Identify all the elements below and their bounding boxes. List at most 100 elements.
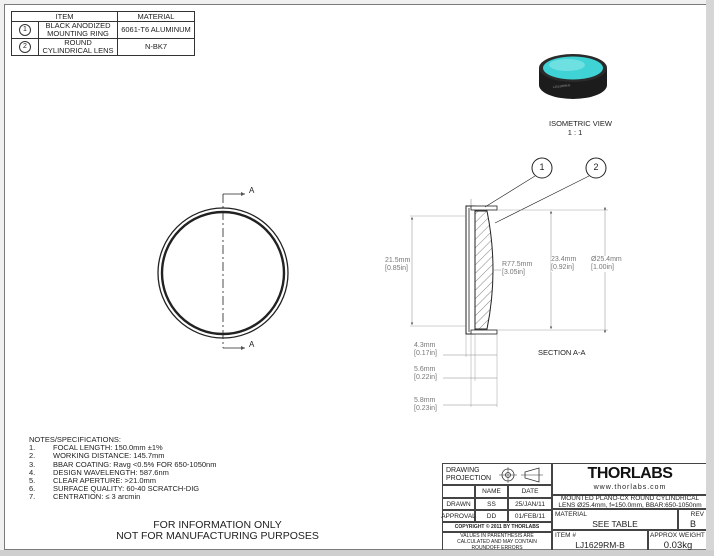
dim-clear: 23.4mm [0.92in] <box>551 256 577 272</box>
disclaimer: FOR INFORMATION ONLY NOT FOR MANUFACTURI… <box>105 520 330 542</box>
note-item: 4. DESIGN WAVELENGTH: 587.6nm <box>29 467 216 477</box>
dim-height-in: [0.85in] <box>385 265 408 272</box>
material-value: SEE TABLE <box>592 519 638 529</box>
section-lens <box>474 210 494 330</box>
drawing-sheet: ITEM MATERIAL 1 BLACK ANODIZED MOUNTING … <box>4 4 710 551</box>
vertical-scrollbar[interactable] <box>706 0 714 556</box>
approval-label: APPROVAL <box>441 510 476 522</box>
note-item: 7. CENTRATION: ≤ 3 arcmin <box>29 493 216 501</box>
iso-engraving: LJ1629RM-B <box>553 83 571 89</box>
section-lip-bottom <box>470 329 498 335</box>
item-value: LJ1629RM-B <box>575 540 625 550</box>
dim-clear-mm: 23.4mm <box>551 256 577 263</box>
bom-row-item: BLACK ANODIZED MOUNTING RING <box>38 21 118 39</box>
dim-height: 21.5mm [0.85in] <box>385 257 410 273</box>
disclaimer-line2: NOT FOR MANUFACTURING PURPOSES <box>116 530 319 542</box>
note-text: FOCAL LENGTH: 150.0mm ±1% <box>53 443 163 453</box>
weight-label: APPROX WEIGHT <box>650 532 705 539</box>
dim-t3-mm: 5.8mm <box>414 397 436 404</box>
dim-height-mm: 21.5mm <box>385 257 411 264</box>
projection-cell: DRAWING PROJECTION <box>442 463 552 485</box>
values-note: VALUES IN PARENTHESIS ARE CALCULATED AND… <box>442 532 552 551</box>
thorlabs-url: www.thorlabs.com <box>593 484 667 491</box>
dim-radius-in: [3.05in] <box>502 269 525 276</box>
bom-item-line1: ROUND <box>64 38 92 47</box>
dim-radius: R77.5mm [3.05in] <box>502 261 532 277</box>
balloon-1 <box>531 157 553 179</box>
bom-item-line1: BLACK ANODIZED <box>45 21 111 30</box>
dim-t2-mm: 5.6mm <box>414 366 436 373</box>
description-line1: MOUNTED PLANO-CX ROUND CYLINDRICAL <box>560 495 700 502</box>
front-view <box>157 192 289 350</box>
rev-cell: REV B <box>678 509 708 530</box>
dim-dia: Ø25.4mm [1.00in] <box>591 256 622 272</box>
item-label: ITEM # <box>555 532 576 539</box>
horizontal-scrollbar[interactable] <box>0 550 714 556</box>
drawing-canvas: LJ1629RM-B <box>157 54 608 407</box>
section-ring <box>465 205 476 335</box>
drawn-date: 25/JAN/11 <box>508 498 552 510</box>
item-balloon: 2 <box>19 41 31 53</box>
title-block: DRAWING PROJECTION THORLABS www.thorlabs… <box>441 463 708 551</box>
logo-cell: THORLABS www.thorlabs.com <box>552 463 708 495</box>
bom-item-line2: CYLINDRICAL LENS <box>42 46 114 55</box>
approval-date: 01/FEB/11 <box>508 510 552 522</box>
dim-clear-in: [0.92in] <box>551 264 574 271</box>
rev-label: REV <box>690 511 704 518</box>
col-date-header: DATE <box>508 485 552 498</box>
notes-block: NOTES/SPECIFICATIONS: 1. FOCAL LENGTH: 15… <box>29 435 217 502</box>
isometric-view: LJ1629RM-B <box>539 54 607 99</box>
projection-label: DRAWING PROJECTION <box>446 467 492 482</box>
note-number: 5. <box>29 476 36 486</box>
note-text: BBAR COATING: Ravg <0.5% FOR 650-1050nm <box>53 459 217 469</box>
note-number: 4. <box>29 467 36 477</box>
description-cell: MOUNTED PLANO-CX ROUND CYLINDRICAL LENS … <box>552 495 708 509</box>
dim-dia-in: [1.00in] <box>591 264 614 271</box>
iso-scale: 1 : 1 <box>567 128 583 137</box>
dim-t2-in: [0.22in] <box>414 374 437 381</box>
note-text: CENTRATION: ≤ 3 arcmin <box>53 492 141 502</box>
balloon-2-label: 2 <box>593 162 599 172</box>
section-marker-top: A <box>249 186 255 195</box>
bom-table: ITEM MATERIAL 1 BLACK ANODIZED MOUNTING … <box>11 11 195 56</box>
iso-label: ISOMETRIC VIEW 1 : 1 <box>549 119 612 137</box>
note-text: DESIGN WAVELENGTH: 587.6nm <box>53 467 169 477</box>
balloon-1-label: 1 <box>539 162 545 172</box>
weight-value: 0.03kg <box>663 540 693 551</box>
bom-row: 2 ROUND CYLINDRICAL LENS N-BK7 <box>11 38 195 56</box>
drawn-label: DRAWN <box>442 498 475 510</box>
note-text: WORKING DISTANCE: 145.7mm <box>53 451 165 461</box>
item-cell: ITEM # LJ1629RM-B <box>552 530 648 551</box>
iso-title: ISOMETRIC VIEW <box>549 119 612 128</box>
note-number: 1. <box>29 443 36 453</box>
iso-lens-highlight <box>549 59 585 71</box>
note-number: 6. <box>29 484 36 494</box>
material-cell: MATERIAL SEE TABLE <box>552 509 678 530</box>
bom-row-material: N-BK7 <box>117 38 195 56</box>
notes-heading: NOTES/SPECIFICATIONS: <box>29 435 121 444</box>
section-label: SECTION A-A <box>538 348 586 357</box>
copyright: COPYRIGHT © 2011 BY THORLABS <box>442 522 552 532</box>
dim-t3: 5.8mm [0.23in] <box>414 397 437 413</box>
note-number: 2. <box>29 451 36 461</box>
note-text: CLEAR APERTURE: >21.0mm <box>53 476 157 486</box>
description-line2: LENS Ø25.4mm, f=150.0mm, BBAR:650-1050nm <box>558 501 702 509</box>
bom-row-item: ROUND CYLINDRICAL LENS <box>38 38 118 56</box>
disclaimer-line1: FOR INFORMATION ONLY <box>153 519 282 531</box>
dim-t1-in: [0.17in] <box>414 350 437 357</box>
section-view <box>410 157 608 407</box>
leader-1 <box>484 175 536 208</box>
dim-dia-mm: Ø25.4mm <box>591 256 622 263</box>
note-item: 2. WORKING DISTANCE: 145.7mm <box>29 452 216 460</box>
col-name-header: NAME <box>475 485 508 498</box>
dim-radius-mm: R77.5mm <box>502 261 533 268</box>
blank-cell <box>442 485 475 498</box>
note-item: 5. CLEAR APERTURE: >21.0mm <box>29 476 216 486</box>
note-number: 7. <box>29 492 36 502</box>
note-number: 3. <box>29 459 36 469</box>
balloon-2 <box>585 157 607 179</box>
material-label: MATERIAL <box>555 511 588 518</box>
drawn-name: SS <box>475 498 508 510</box>
projection-symbol-icon <box>499 467 543 483</box>
note-item: 1. FOCAL LENGTH: 150.0mm ±1% <box>29 443 216 453</box>
